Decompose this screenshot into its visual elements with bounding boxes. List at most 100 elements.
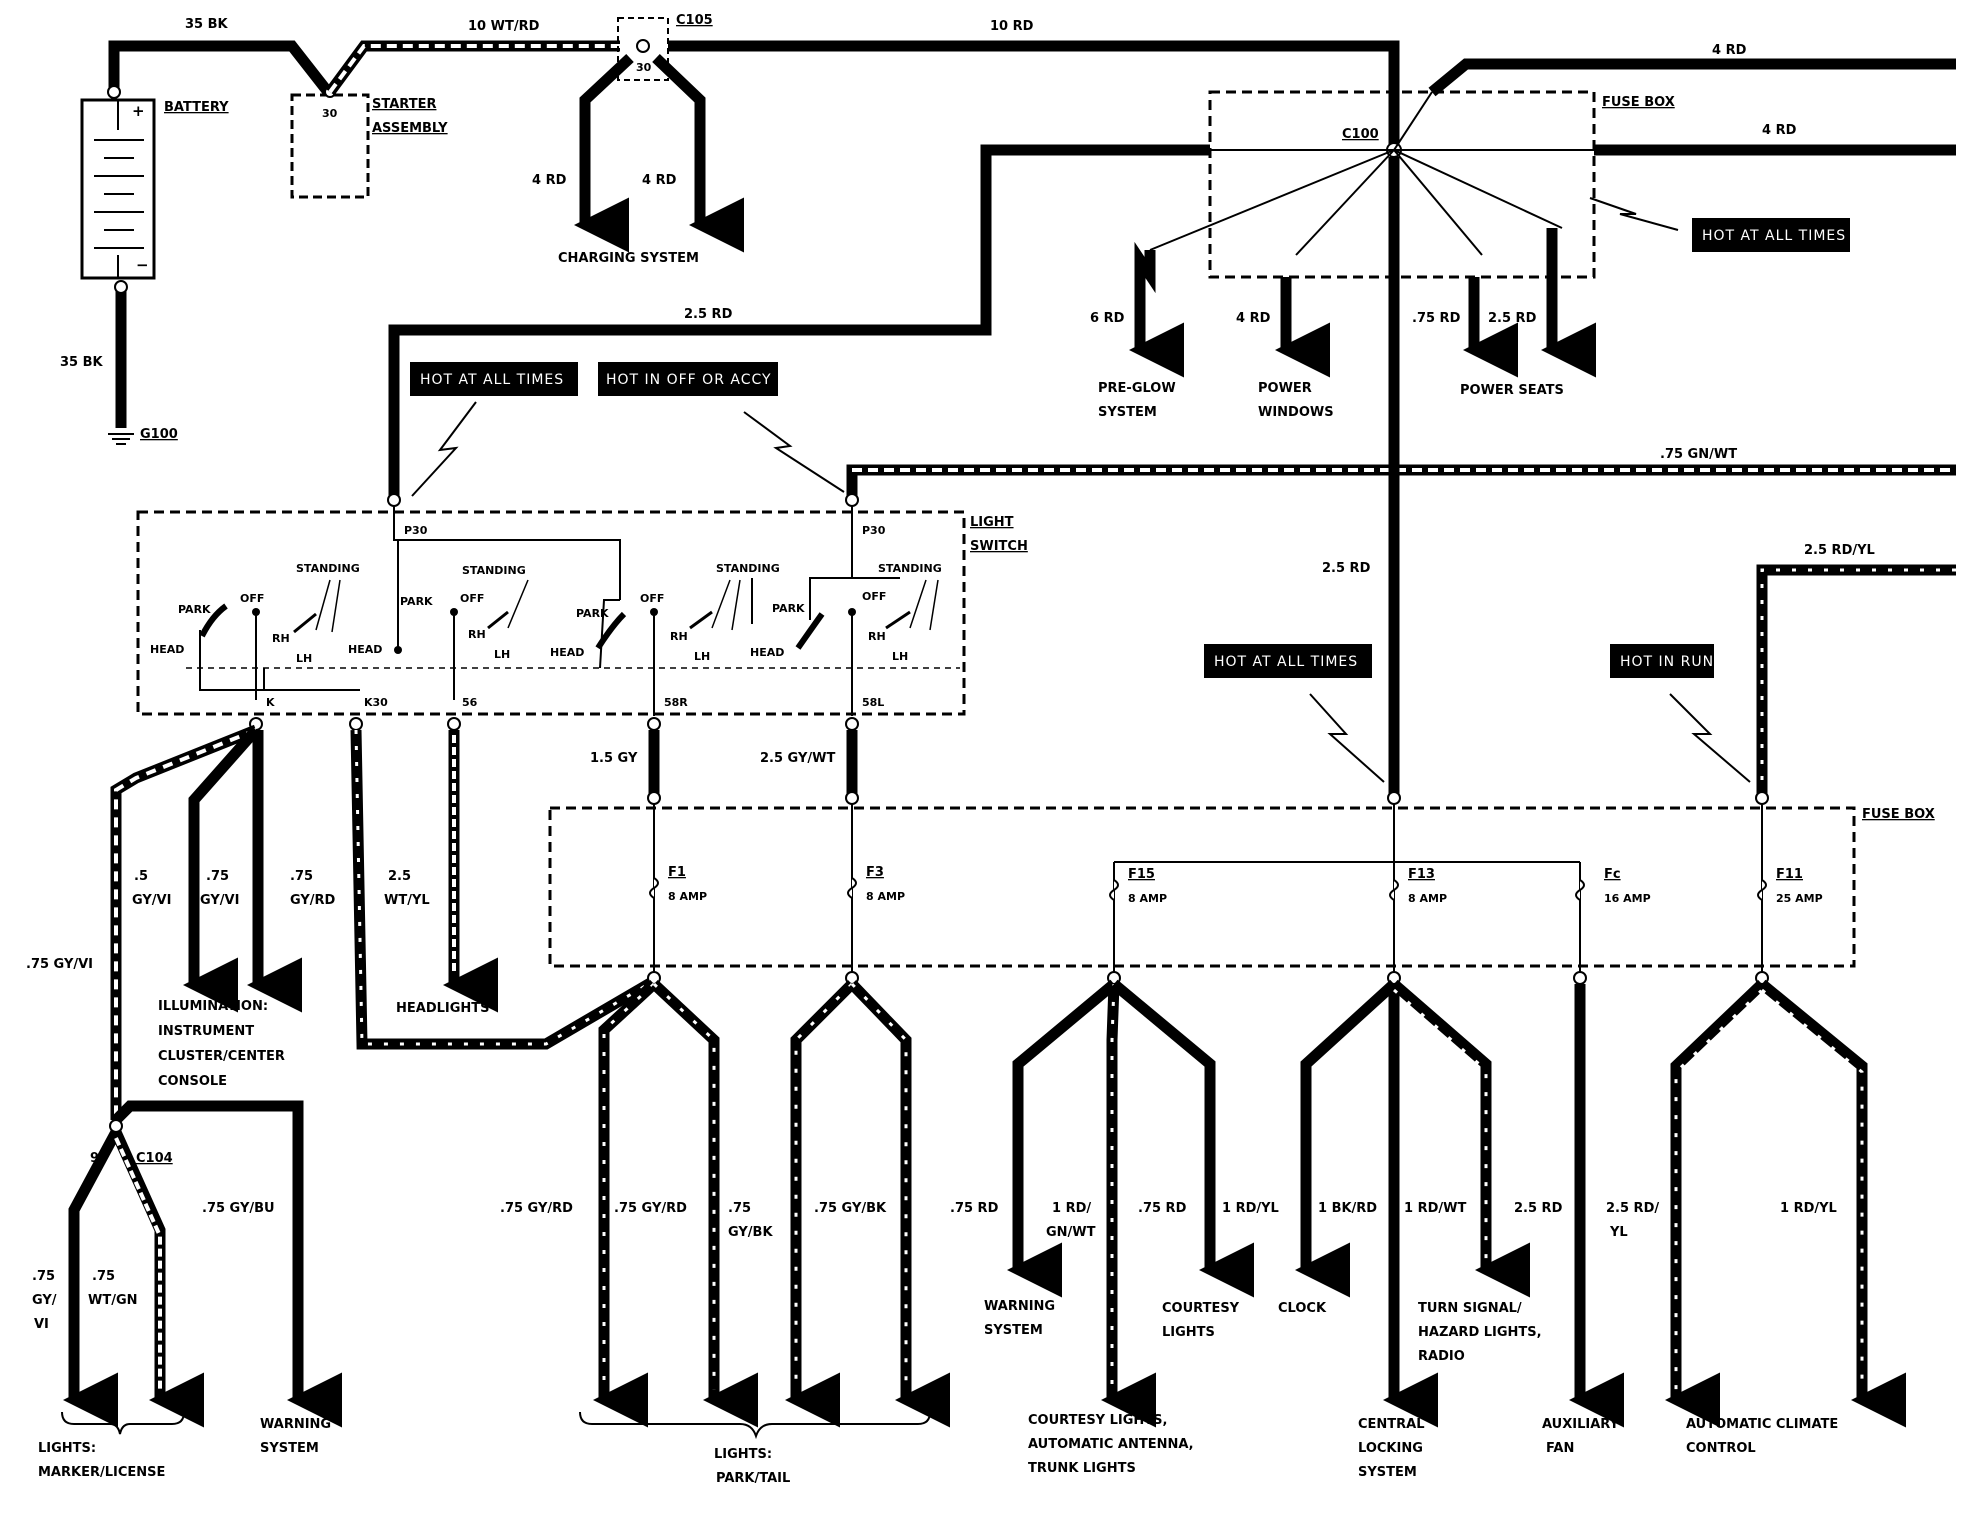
wire-label-pt-4: .75 GY/BK [814, 1201, 887, 1216]
c104-label: C104 [136, 1151, 173, 1166]
dest-central-1: CENTRAL [1358, 1417, 1425, 1432]
node-56 [447, 717, 461, 731]
c100-splice-lines [1149, 91, 1594, 256]
dest-turn-3: RADIO [1418, 1349, 1465, 1364]
wire-4rd-charging-b [652, 54, 744, 253]
dest-courtesy-ant-3: TRUNK LIGHTS [1028, 1461, 1136, 1476]
park-4: PARK [772, 602, 805, 615]
hot-bolt-1 [1589, 197, 1679, 231]
starter-assembly [290, 93, 370, 199]
dest-climate-2: CONTROL [1686, 1441, 1756, 1456]
dest-courtesy-ant-1: COURTESY LIGHTS, [1028, 1413, 1167, 1428]
wire-label-75gyvi-2: GY/VI [200, 893, 239, 908]
wire-label-fc-a: 2.5 RD [1514, 1201, 1563, 1216]
rh-1: RH [272, 632, 290, 645]
park-tail-brace [579, 1411, 931, 1440]
svg-text:F1: F1 [668, 865, 686, 880]
wire-label-pt-1: .75 GY/RD [500, 1201, 573, 1216]
svg-text:Fc: Fc [1604, 867, 1621, 882]
wire-label-35bk-left: 35 BK [60, 355, 104, 370]
dest-marker-2: MARKER/LICENSE [38, 1465, 165, 1480]
wire-label-25rd-top: 2.5 RD [684, 307, 733, 322]
switch-section-3: STANDING PARK OFF HEAD RH LH [550, 562, 780, 716]
svg-text:F11: F11 [1776, 867, 1803, 882]
wire-5gyvi [183, 726, 261, 1013]
dest-preglow-2: SYSTEM [1098, 405, 1157, 420]
park-tail-wires [593, 979, 950, 1428]
dest-pwin-2: WINDOWS [1258, 405, 1334, 420]
fuse-f15: F15 8 AMP [1109, 867, 1167, 905]
dest-central-2: LOCKING [1358, 1441, 1423, 1456]
park-3: PARK [576, 607, 609, 620]
wire-label-f15-b1: 1 RD/ [1052, 1201, 1091, 1216]
tag-hot-always-2-text: HOT AT ALL TIMES [420, 372, 564, 388]
f13-wires [1295, 979, 1530, 1428]
wire-label-5gyvi-2: GY/VI [132, 893, 171, 908]
wire-label-f13-b: 1 RD/WT [1404, 1201, 1466, 1216]
wire-label-f15-c: .75 RD [1138, 1201, 1187, 1216]
dest-headlights: HEADLIGHTS [396, 1001, 490, 1016]
dest-warn-left-1: WARNING [260, 1417, 331, 1432]
wire-label-35bk-top: 35 BK [185, 17, 229, 32]
starter-label-1: STARTER [372, 97, 436, 112]
battery-negative-terminal [114, 280, 128, 294]
svg-text:8 AMP: 8 AMP [1408, 892, 1447, 905]
dest-pwin-1: POWER [1258, 381, 1312, 396]
c100-label: C100 [1342, 127, 1379, 142]
head-1: HEAD [150, 643, 184, 656]
wire-label-25rd-mid: 2.5 RD [1322, 561, 1371, 576]
p30-left-label: P30 [404, 524, 428, 537]
dest-courtesy-1: COURTESY [1162, 1301, 1240, 1316]
dest-climate-1: AUTOMATIC CLIMATE [1686, 1417, 1838, 1432]
wire-6rd [1129, 241, 1184, 378]
wire-label-f11-a1: 2.5 RD/ [1606, 1201, 1659, 1216]
dest-central-3: SYSTEM [1358, 1465, 1417, 1480]
lh-1: LH [296, 652, 312, 665]
dest-illum-3: CLUSTER/CENTER [158, 1049, 285, 1064]
fuse-f1: F1 8 AMP [649, 865, 707, 903]
park-1: PARK [178, 603, 211, 616]
fuse-box-top-label: FUSE BOX [1602, 95, 1675, 110]
wire-label-75gyvi-left: .75 GY/VI [26, 957, 93, 972]
wire-label-f15-d: 1 RD/YL [1222, 1201, 1279, 1216]
battery-minus: − [136, 256, 149, 274]
svg-text:F13: F13 [1408, 867, 1435, 882]
dest-pseats: POWER SEATS [1460, 383, 1564, 398]
wire-35bk-top [108, 40, 333, 96]
svg-text:25 AMP: 25 AMP [1776, 892, 1823, 905]
tag-hot-always-2 [410, 362, 578, 396]
standing-3: STANDING [716, 562, 780, 575]
wire-label-25wtyl-2: WT/YL [384, 893, 430, 908]
wire-label-75gyvi-b3: VI [34, 1317, 49, 1332]
wire-75gyvi-left [110, 724, 259, 1120]
wire-label-75rd-ps: .75 RD [1412, 311, 1461, 326]
dest-illum-1: ILLUMINATION: [158, 999, 268, 1014]
light-switch-label-2: SWITCH [970, 539, 1028, 554]
lh-4: LH [892, 650, 908, 663]
wire-4rd-right-top [1428, 58, 1956, 97]
tag-hot-always-1 [1692, 218, 1850, 252]
wire-25rdyl [1756, 564, 1956, 798]
p30-right-node [845, 493, 859, 507]
ground-label: G100 [140, 427, 178, 442]
fuse-box-bottom [548, 806, 1856, 968]
dest-aux-1: AUXILIARY [1542, 1417, 1620, 1432]
park-2: PARK [400, 595, 433, 608]
f15-wires [1007, 979, 1254, 1428]
pin-58l: 58L [862, 696, 884, 709]
node-58l [845, 717, 859, 731]
ground-symbol [108, 433, 134, 445]
rh-2: RH [468, 628, 486, 641]
light-switch-label-1: LIGHT [970, 515, 1014, 530]
wire-label-75gyvi-b1: .75 [32, 1269, 55, 1284]
rh-4: RH [868, 630, 886, 643]
p30-right-label: P30 [862, 524, 886, 537]
node-58r [647, 717, 661, 731]
wire-label-25rd-ps: 2.5 RD [1488, 311, 1537, 326]
wire-label-75gyvi-1: .75 [206, 869, 229, 884]
light-switch-box [136, 510, 966, 716]
wire-label-25wtyl-1: 2.5 [388, 869, 411, 884]
dest-charging: CHARGING SYSTEM [558, 251, 699, 266]
wire-label-f15-a: .75 RD [950, 1201, 999, 1216]
